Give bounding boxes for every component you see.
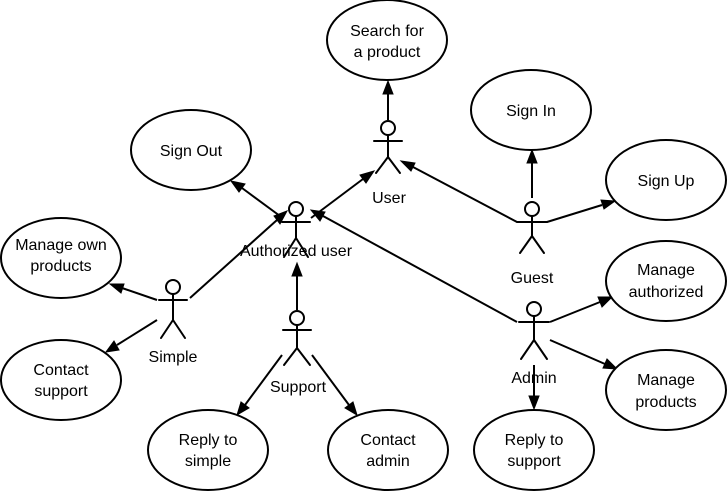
usecase-label-line: Contact	[33, 362, 89, 379]
usecase-label-line: Reply to	[505, 432, 564, 449]
usecase-manage-authorized: Manage authorized	[605, 240, 727, 322]
usecase-label-line: a product	[354, 44, 421, 61]
usecase-label-line: support	[34, 383, 88, 400]
edge-support-to-contact-admin	[311, 354, 358, 417]
usecase-sign-out: Sign Out	[130, 109, 252, 191]
usecase-label-line: simple	[185, 453, 231, 470]
edge-guest-to-sign-up	[546, 199, 617, 223]
actor-admin: Admin	[511, 301, 557, 387]
edge-simple-to-manage-own	[108, 283, 158, 301]
edge-guest-to-user	[399, 160, 518, 223]
edge-admin-to-manage-authorized	[549, 296, 614, 323]
usecase-label-line: products	[635, 394, 696, 411]
actor-label: Simple	[149, 349, 198, 366]
usecase-sign-up: Sign Up	[605, 139, 727, 221]
edge-simple-to-authorized	[189, 210, 289, 299]
usecase-manage-own-products: Manage own products	[0, 217, 122, 299]
edge-admin-to-authorized	[309, 209, 518, 323]
usecase-label: Sign Up	[638, 173, 695, 190]
usecase-label-line: Manage	[637, 262, 695, 279]
usecase-label-line: Search for	[350, 23, 424, 40]
usecase-label-line: products	[30, 258, 91, 275]
usecase-sign-in: Sign In	[470, 69, 592, 151]
actor-label: User	[372, 190, 406, 207]
edge-user-to-search	[382, 79, 394, 120]
actor-label: Guest	[511, 270, 554, 287]
usecase-label-line: Reply to	[179, 432, 238, 449]
edge-support-to-authorized	[291, 261, 303, 310]
actor-label: Support	[270, 379, 327, 396]
usecase-label: Sign In	[506, 103, 556, 120]
actor-simple: Simple	[149, 279, 198, 366]
edge-authorized-to-sign-out	[229, 180, 281, 217]
usecase-label-line: Manage own	[15, 237, 107, 254]
usecase-label-line: Manage	[637, 372, 695, 389]
actor-authorized-user: Authorized user	[240, 201, 353, 260]
usecase-contact-admin: Contact admin	[327, 409, 449, 491]
usecase-reply-to-support: Reply to support	[473, 409, 595, 491]
edge-admin-to-manage-products	[549, 339, 619, 370]
edge-guest-to-sign-in	[526, 148, 538, 198]
actor-guest: Guest	[511, 201, 554, 287]
actor-label: Admin	[511, 370, 556, 387]
edge-support-to-reply-simple	[236, 354, 283, 417]
usecase-reply-to-simple: Reply to simple	[147, 409, 269, 491]
usecase-label-line: admin	[366, 453, 410, 470]
usecase-contact-support: Contact support	[0, 339, 122, 421]
edge-simple-to-contact-support	[104, 319, 158, 353]
edge-admin-to-reply-support	[528, 365, 540, 411]
usecase-search-for-product: Search for a product	[326, 0, 448, 81]
actor-label: Authorized user	[240, 243, 353, 260]
usecase-label: Sign Out	[160, 143, 223, 160]
actor-support: Support	[270, 310, 327, 396]
usecase-label-line: Contact	[360, 432, 416, 449]
usecase-label-line: authorized	[629, 284, 704, 301]
actor-user: User	[372, 120, 407, 207]
usecase-manage-products: Manage products	[605, 349, 727, 431]
usecase-label-line: support	[507, 453, 561, 470]
